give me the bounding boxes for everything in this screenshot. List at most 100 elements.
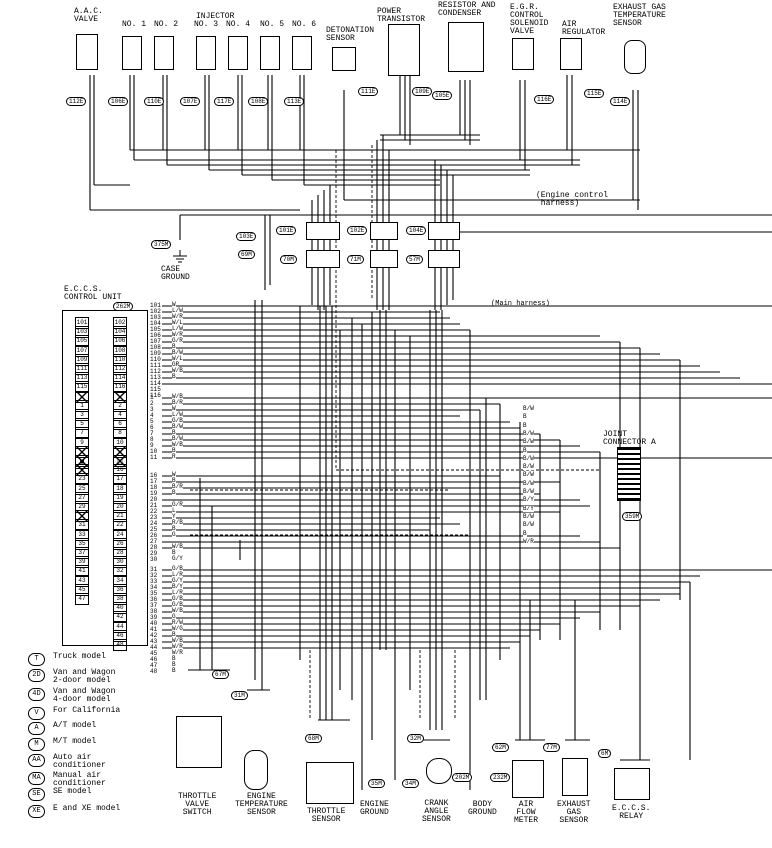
ecu-pin-cell-right: 16 — [113, 464, 127, 477]
connector-105e: 105E — [432, 91, 453, 100]
injector-no6-label: NO. 6 — [292, 20, 317, 29]
connector-68m: 68M — [305, 734, 322, 743]
ecu-pin-number: 34 — [150, 584, 158, 591]
ecu-pin-wire-color: B — [172, 489, 176, 496]
ecu-pin-wire-color: W/G — [172, 625, 183, 632]
engine-temp-sensor-label: ENGINE TEMPERATURE SENSOR — [235, 792, 288, 817]
ecu-pin-number: 115 — [150, 386, 161, 393]
ecu-pin-wire-color: W/B — [172, 367, 183, 374]
joint-connector-pin-color: B/W — [523, 438, 534, 446]
ecu-pin-wire-color: B — [172, 631, 176, 638]
detonation-sensor-label: DETONATION SENSOR — [326, 26, 375, 43]
connector-109e: 109E — [412, 87, 433, 96]
legend-text: Van and Wagon 2-door model — [53, 668, 116, 685]
ecu-pin-cell-right: 18 — [113, 482, 127, 495]
ecu-dot-left-icon: ■ — [75, 457, 89, 469]
legend-text: E and XE model — [53, 804, 121, 813]
throttle-sensor-body — [306, 762, 354, 804]
ecu-pin-cell-right: 8 — [113, 427, 127, 440]
joint-connector-pin-color: B/Y — [523, 496, 534, 504]
ecu-pin-cell-left: 43 — [75, 574, 89, 587]
ecu-pin-number: 105 — [150, 326, 161, 333]
ecu-pin-number: 101 — [150, 302, 161, 309]
ecu-pin-cell-left — [75, 464, 89, 477]
ecu-pin-wire-color: B — [172, 655, 176, 662]
ecu-pin-wire-color: B — [172, 525, 176, 532]
ecu-pin-number: 5 — [150, 418, 154, 425]
joint-connector-pin-color: B/W — [523, 405, 534, 412]
eccs-unit-label: E.C.C.S. CONTROL UNIT — [64, 285, 122, 302]
ecu-pin-wire-color: G/R — [172, 501, 183, 508]
body-ground-label: BODY GROUND — [468, 800, 497, 817]
connector-116e: 116E — [534, 95, 555, 104]
ecu-pin-number: 114 — [150, 380, 161, 387]
connector-57m: 57M — [406, 255, 423, 264]
joint-connector-pin-color: B — [523, 421, 527, 429]
ecu-pin-number: 1 — [150, 394, 154, 401]
ecu-pin-number: 48 — [150, 668, 158, 675]
ecu-pin-wire-color: W/B — [172, 441, 183, 448]
ecu-pin-wire-color: G/B — [172, 417, 183, 424]
ecu-pin-cell-right: 4 — [113, 409, 127, 421]
injector-no2-label: NO. 2 — [154, 20, 179, 29]
ecu-pin-wire-color: W — [172, 405, 176, 412]
ecu-pin-cell-right: 110 — [113, 353, 127, 366]
connector-375m: 375M — [151, 240, 172, 249]
throttle-sensor-label: THROTTLE SENSOR — [307, 807, 346, 824]
ecu-pin-cell-left: 27 — [75, 491, 89, 504]
ecu-pin-cell-left — [75, 390, 89, 403]
ecu-pin-cell-right: 104 — [113, 326, 127, 339]
legend-text: M/T model — [53, 737, 97, 746]
engine-control-harness-label: (Engine control harness) — [536, 191, 609, 208]
ecu-pin-cell-left: 25 — [75, 482, 89, 495]
connector-67m: 67M — [212, 670, 229, 679]
connector-110e: 110E — [144, 97, 165, 106]
ecu-pin-cell-right: 22 — [113, 519, 127, 532]
ecu-pin-number: 10 — [150, 448, 158, 455]
ecu-pin-cell-right: 106 — [113, 335, 127, 348]
ecu-pin-cell-right: 24 — [113, 528, 127, 541]
ecu-pin-number: 38 — [150, 608, 158, 615]
ecu-pin-number: 42 — [150, 632, 158, 639]
injector-no2-body — [154, 36, 174, 70]
ecu-pin-number: 111 — [150, 362, 161, 369]
ecu-pin-cell-right: 112 — [113, 363, 127, 375]
legend-text: For California — [53, 706, 121, 715]
ecu-pin-cell-right: 6 — [113, 418, 127, 431]
ecu-pin-wire-color: W — [172, 301, 176, 308]
legend-symbol: V — [28, 707, 45, 720]
ecu-pin-number: 3 — [150, 406, 154, 413]
resistor-condenser-body — [448, 22, 484, 72]
legend-symbol: MA — [28, 772, 45, 785]
connector-32m: 32M — [407, 734, 424, 743]
connector-70m: 70M — [280, 255, 297, 264]
air-regulator-label: AIR REGULATOR — [562, 20, 606, 37]
ecu-pin-cell-right: 2 — [113, 399, 127, 412]
connector-block-71m — [370, 250, 398, 268]
ecu-pin-cell-right: 20 — [113, 501, 127, 513]
ecu-pin-number: 104 — [150, 320, 161, 327]
crank-angle-sensor-body — [426, 758, 452, 784]
ecu-pin-number: 110 — [150, 356, 161, 363]
detonation-sensor-body — [332, 47, 356, 71]
exhaust-temp-body — [624, 40, 646, 74]
ecu-pin-cell-left: 113 — [75, 372, 89, 385]
connector-block-101e — [306, 222, 340, 240]
connector-113e: 113E — [284, 97, 305, 106]
ecu-pin-number: 9 — [150, 442, 154, 449]
ecu-pin-number: 106 — [150, 332, 161, 339]
ecu-pin-wire-color: G — [172, 613, 176, 620]
ecu-pin-wire-color: W/B — [172, 637, 183, 644]
legend-symbol: XE — [28, 805, 45, 818]
ecu-pin-number: 45 — [150, 650, 158, 657]
connector-35m: 35M — [368, 779, 385, 788]
injector-no5-body — [260, 36, 280, 70]
ecu-pin-wire-color: L/R — [172, 571, 183, 578]
